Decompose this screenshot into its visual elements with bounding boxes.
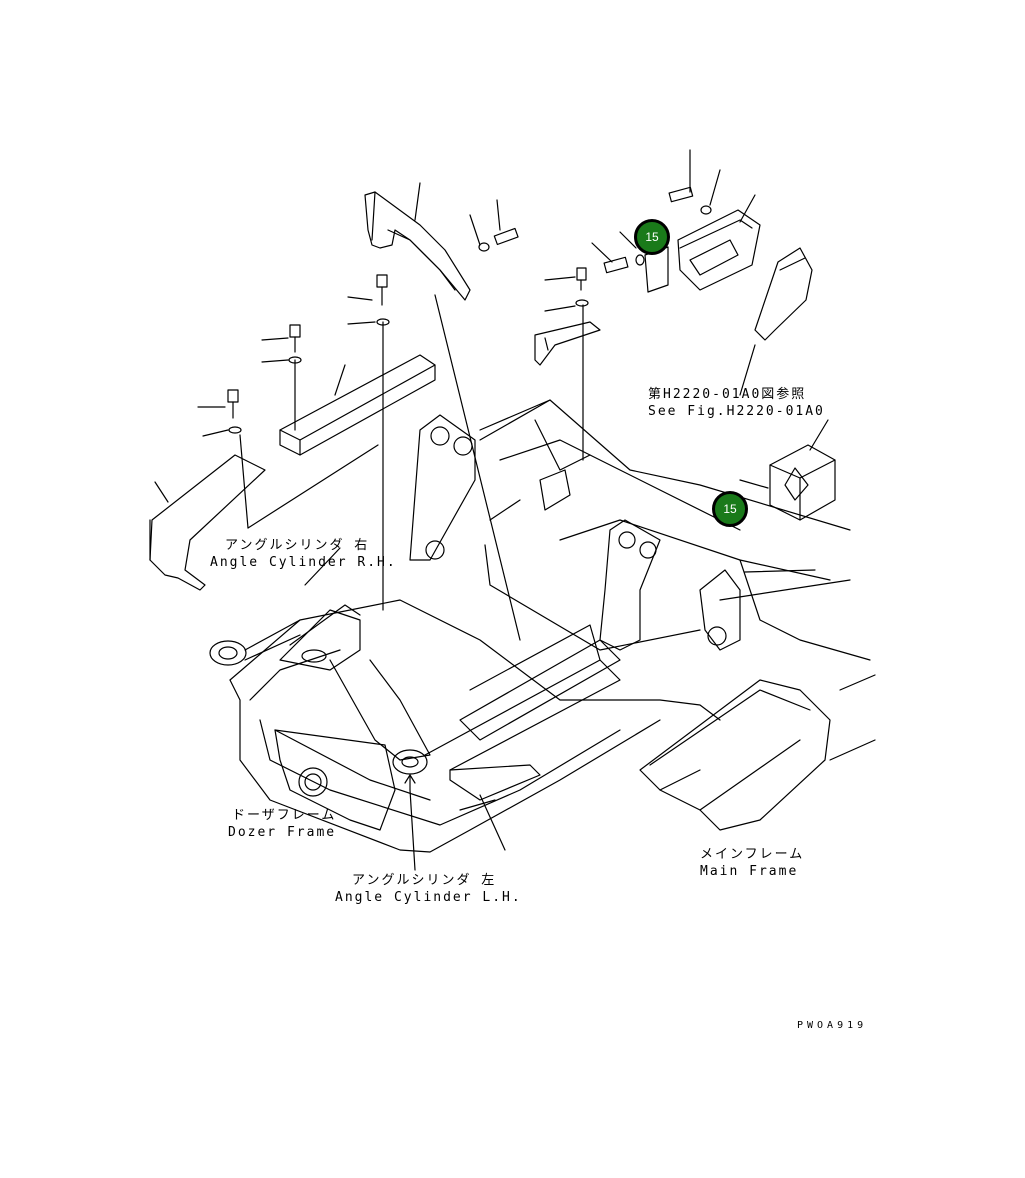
small-bracket-mid xyxy=(534,321,601,366)
angle-cyl-lh-en-label: Angle Cylinder L.H. xyxy=(335,890,522,905)
main-frame-jp-label: メインフレーム xyxy=(700,847,805,862)
left-cover-plate xyxy=(149,454,266,591)
bracket-right-box xyxy=(769,444,836,521)
callout-number: 15 xyxy=(723,502,737,516)
main-frame xyxy=(479,399,876,831)
dozer-frame-jp-label: ドーザフレーム xyxy=(232,808,337,823)
bolt-set-left xyxy=(197,274,390,437)
see-fig-en-label: See Fig.H2220-01A0 xyxy=(648,404,825,419)
callout-15-right[interactable]: 15 xyxy=(712,491,748,527)
leader-lines xyxy=(239,149,829,871)
square-beam xyxy=(279,354,436,456)
drawing-code: PWOA919 xyxy=(797,1020,868,1031)
angle-cyl-lh-jp-label: アングルシリンダ 左 xyxy=(352,873,497,888)
main-frame-en-label: Main Frame xyxy=(700,864,799,879)
upper-bracket xyxy=(364,191,471,301)
bracket-top-right xyxy=(644,209,813,341)
angle-cylinder-arms xyxy=(329,414,741,775)
callout-number: 15 xyxy=(645,230,659,244)
angle-cyl-rh-en-label: Angle Cylinder R.H. xyxy=(210,555,397,570)
dozer-frame xyxy=(209,599,721,853)
see-fig-jp-label: 第H2220-01A0図参照 xyxy=(648,387,807,402)
misc-lines xyxy=(404,399,591,811)
angle-cyl-rh-jp-label: アングルシリンダ 右 xyxy=(225,538,370,553)
bolt-set-top xyxy=(478,186,712,307)
callout-15-top[interactable]: 15 xyxy=(634,219,670,255)
dozer-frame-en-label: Dozer Frame xyxy=(228,825,337,840)
